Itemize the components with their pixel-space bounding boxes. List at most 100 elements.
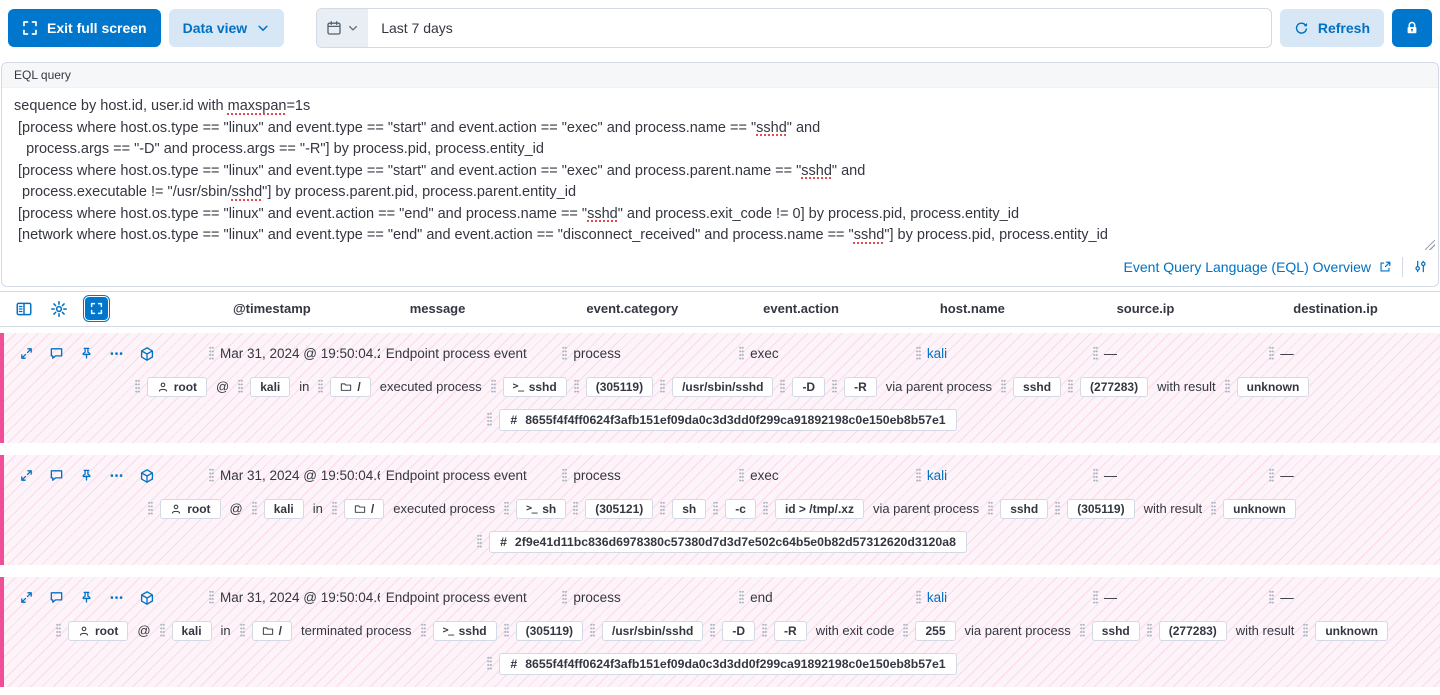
drag-handle[interactable] xyxy=(1092,590,1098,605)
add-note-button[interactable] xyxy=(49,346,64,361)
eql-query-textarea[interactable]: sequence by host.id, user.id with maxspa… xyxy=(2,88,1438,252)
drag-handle[interactable] xyxy=(1224,379,1230,394)
textarea-resize-handle[interactable] xyxy=(1425,239,1435,250)
analyze-event-button[interactable] xyxy=(139,346,155,362)
summary-badge[interactable]: (277283) xyxy=(1080,376,1149,397)
column-header-sourceip[interactable]: source.ip xyxy=(1116,301,1175,316)
drag-handle[interactable] xyxy=(903,623,909,638)
summary-badge[interactable]: /usr/sbin/sshd xyxy=(602,620,704,641)
more-actions-button[interactable] xyxy=(109,346,124,361)
cell-event-action[interactable]: exec xyxy=(733,346,910,361)
drag-handle[interactable] xyxy=(209,468,214,483)
summary-badge[interactable]: (305119) xyxy=(585,376,654,397)
drag-handle[interactable] xyxy=(780,379,786,394)
drag-handle[interactable] xyxy=(238,379,244,394)
cell-host-name[interactable]: kali xyxy=(910,468,1087,483)
drag-handle[interactable] xyxy=(739,468,745,483)
summary-badge[interactable]: root xyxy=(67,620,129,641)
expand-event-button[interactable] xyxy=(19,346,34,361)
summary-badge[interactable]: >_sh xyxy=(516,498,567,519)
column-header-hostname[interactable]: host.name xyxy=(939,301,1005,316)
drag-handle[interactable] xyxy=(573,379,579,394)
date-range-value[interactable]: Last 7 days xyxy=(381,20,453,36)
add-note-button[interactable] xyxy=(49,590,64,605)
pin-event-button[interactable] xyxy=(79,590,94,605)
cell-timestamp[interactable]: Mar 31, 2024 @ 19:50:04.254 xyxy=(203,346,380,361)
column-header-eventaction[interactable]: event.action xyxy=(763,301,839,316)
summary-badge[interactable]: >_sshd xyxy=(502,376,567,397)
expand-event-button[interactable] xyxy=(19,468,34,483)
drag-handle[interactable] xyxy=(331,501,337,516)
more-actions-button[interactable] xyxy=(109,468,124,483)
summary-badge[interactable]: root xyxy=(160,498,221,519)
summary-badge[interactable]: / xyxy=(343,498,385,519)
summary-badge[interactable]: kali xyxy=(263,498,304,519)
summary-badge[interactable]: sshd xyxy=(1091,620,1140,641)
column-header-timestamp[interactable]: @timestamp xyxy=(233,301,311,316)
summary-badge[interactable]: sshd xyxy=(1000,498,1049,519)
drag-handle[interactable] xyxy=(915,468,921,483)
summary-badge[interactable]: kali xyxy=(250,376,291,397)
drag-handle[interactable] xyxy=(660,501,666,516)
drag-handle[interactable] xyxy=(148,501,154,516)
drag-handle[interactable] xyxy=(1269,346,1275,361)
summary-badge[interactable]: unknown xyxy=(1315,620,1388,641)
summary-badge[interactable]: root xyxy=(146,376,208,397)
host-name-value[interactable]: kali xyxy=(926,346,948,361)
drag-handle[interactable] xyxy=(134,379,140,394)
drag-handle[interactable] xyxy=(503,623,509,638)
cell-message[interactable]: Endpoint process event xyxy=(380,468,557,483)
data-view-button[interactable]: Data view xyxy=(168,9,285,47)
drag-handle[interactable] xyxy=(1092,346,1098,361)
cell-message[interactable]: Endpoint process event xyxy=(380,590,557,605)
drag-handle[interactable] xyxy=(1269,590,1275,605)
drag-handle[interactable] xyxy=(660,379,666,394)
cell-host-name[interactable]: kali xyxy=(910,590,1087,605)
host-name-value[interactable]: kali xyxy=(926,590,948,605)
pin-event-button[interactable] xyxy=(79,346,94,361)
eql-overview-link[interactable]: Event Query Language (EQL) Overview xyxy=(1124,259,1392,275)
summary-badge[interactable]: -R xyxy=(844,376,877,397)
drag-handle[interactable] xyxy=(1146,623,1152,638)
analyze-event-button[interactable] xyxy=(139,468,155,484)
drag-handle[interactable] xyxy=(915,590,921,605)
drag-handle[interactable] xyxy=(487,656,493,671)
summary-badge[interactable]: >_sshd xyxy=(432,620,497,641)
analyze-event-button[interactable] xyxy=(139,590,155,606)
drag-handle[interactable] xyxy=(562,590,568,605)
cell-host-name[interactable]: kali xyxy=(910,346,1087,361)
summary-badge[interactable]: -D xyxy=(792,376,826,397)
drag-handle[interactable] xyxy=(739,346,745,361)
cell-source-ip[interactable]: — xyxy=(1087,346,1264,361)
cell-source-ip[interactable]: — xyxy=(1087,590,1264,605)
cell-event-category[interactable]: process xyxy=(556,590,733,605)
column-header-destinationip[interactable]: destination.ip xyxy=(1293,301,1378,316)
drag-handle[interactable] xyxy=(713,501,719,516)
drag-handle[interactable] xyxy=(487,412,493,427)
drag-handle[interactable] xyxy=(562,346,568,361)
process-hash-badge[interactable]: #8655f4f4ff0624f3afb151ef09da0c3d3dd0f29… xyxy=(499,652,957,675)
drag-handle[interactable] xyxy=(1303,623,1309,638)
summary-badge[interactable]: sh xyxy=(672,498,707,519)
drag-handle[interactable] xyxy=(209,346,214,361)
cell-event-action[interactable]: exec xyxy=(733,468,910,483)
more-actions-button[interactable] xyxy=(109,590,124,605)
process-hash-badge[interactable]: #8655f4f4ff0624f3afb151ef09da0c3d3dd0f29… xyxy=(499,408,957,431)
summary-badge[interactable]: -D xyxy=(722,620,756,641)
summary-badge[interactable]: -c xyxy=(725,498,756,519)
summary-badge[interactable]: / xyxy=(330,376,371,397)
summary-badge[interactable]: unknown xyxy=(1223,498,1296,519)
drag-handle[interactable] xyxy=(1055,501,1061,516)
process-hash-badge[interactable]: #2f9e41d11bc836d6978380c57380d7d3d7e502c… xyxy=(489,530,967,553)
drag-handle[interactable] xyxy=(1068,379,1074,394)
drag-handle[interactable] xyxy=(159,623,165,638)
drag-handle[interactable] xyxy=(1092,468,1098,483)
summary-badge[interactable]: / xyxy=(251,620,292,641)
add-note-button[interactable] xyxy=(49,468,64,483)
lock-filters-button[interactable] xyxy=(1392,9,1432,47)
drag-handle[interactable] xyxy=(55,623,61,638)
exit-full-screen-button[interactable]: Exit full screen xyxy=(8,9,161,47)
table-fullscreen-button[interactable] xyxy=(82,294,111,323)
cell-destination-ip[interactable]: — xyxy=(1263,590,1440,605)
summary-badge[interactable]: (305121) xyxy=(585,498,654,519)
